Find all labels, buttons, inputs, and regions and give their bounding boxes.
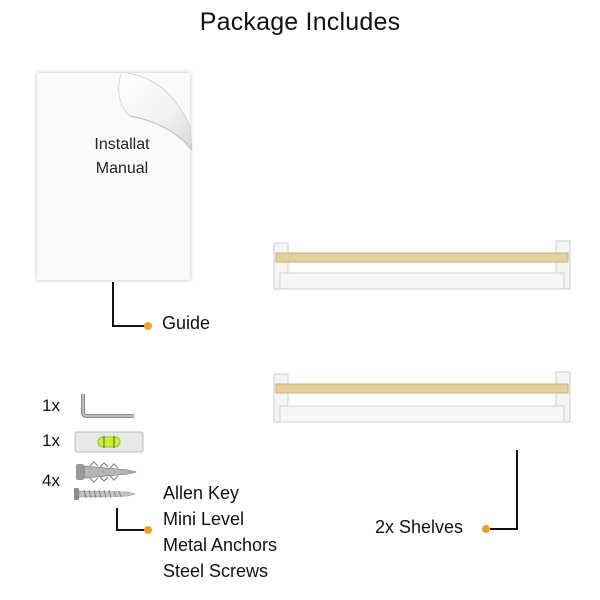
hardware-item-metal-anchors: Metal Anchors: [163, 535, 278, 555]
guide-label: Guide: [162, 313, 211, 333]
metal-anchor-icon: [76, 461, 137, 483]
hardware-list: Allen Key Mini Level Metal Anchors Steel…: [163, 480, 277, 584]
manual-title: Installat Manual: [62, 133, 182, 181]
hardware-connector-vertical: [116, 508, 118, 531]
page-title: Package Includes: [199, 8, 401, 36]
shelf-icon: [273, 371, 571, 423]
steel-screw-icon: [74, 488, 136, 500]
anchor-screw-qty: 4x: [42, 471, 60, 490]
manual-title-line1: Installat: [94, 136, 150, 153]
allen-key-qty: 1x: [42, 396, 60, 415]
guide-connector-horizontal: [112, 325, 146, 327]
shelves-connector-horizontal: [490, 528, 518, 530]
hardware-connector-horizontal: [116, 529, 146, 531]
manual-title-line2: Manual: [95, 160, 149, 177]
allen-key-icon: [81, 394, 134, 418]
page-curl-icon: [118, 71, 193, 152]
hardware-item-allen-key: Allen Key: [163, 483, 240, 503]
mini-level-qty: 1x: [42, 431, 60, 450]
hardware-item-steel-screws: Steel Screws: [163, 561, 269, 581]
shelves-dot: [482, 525, 490, 533]
mini-level-icon: [74, 431, 144, 453]
shelves-label: 2x Shelves: [375, 517, 464, 537]
hardware-item-mini-level: Mini Level: [163, 509, 245, 529]
hardware-dot: [144, 526, 152, 534]
shelves-connector-vertical: [516, 450, 518, 530]
shelf-icon: [273, 240, 571, 290]
guide-connector-vertical: [112, 282, 114, 327]
guide-dot: [144, 322, 152, 330]
